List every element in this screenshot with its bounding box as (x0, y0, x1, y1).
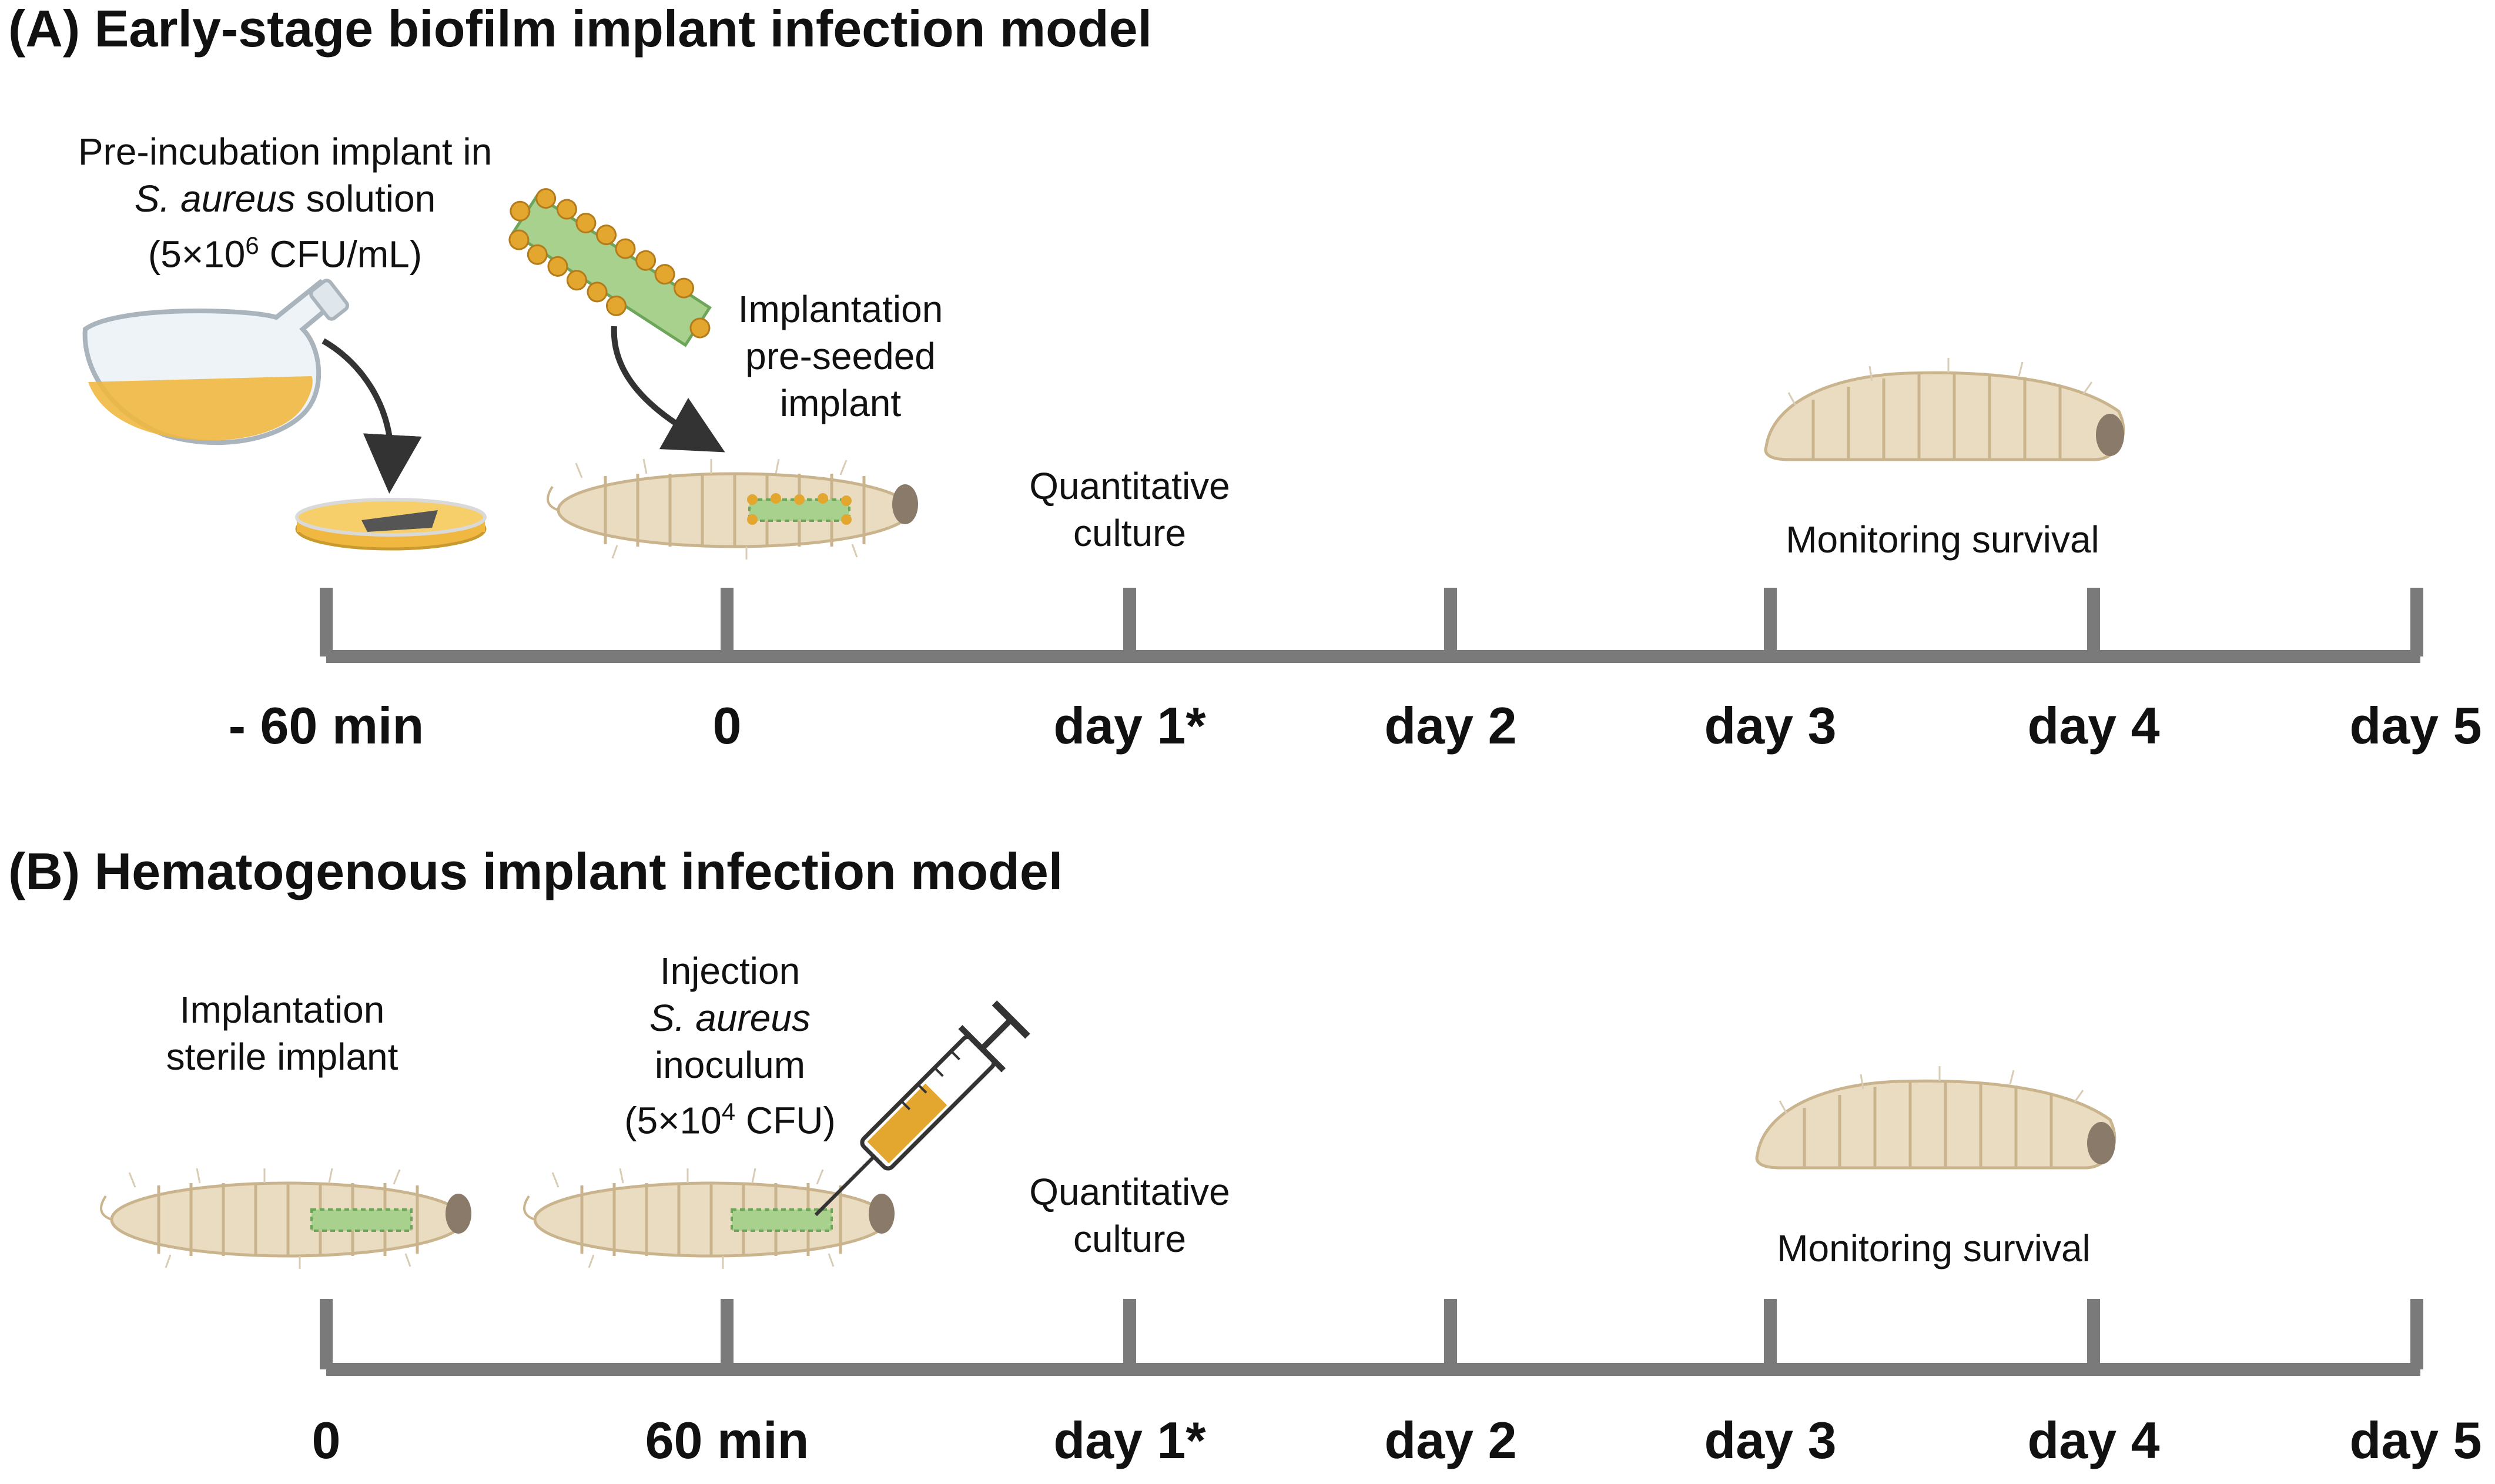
implantation-line2: pre-seeded (745, 335, 936, 377)
preincubation-label: Pre-incubation implant in S. aureus solu… (78, 128, 492, 277)
preincubation-line1: Pre-incubation implant in (78, 130, 493, 173)
larva-monitoring-a (1766, 358, 2124, 460)
tick-label-b-4: day 2 (1384, 1411, 1517, 1469)
implantation-sterile-line2: sterile implant (166, 1036, 398, 1078)
tick-label-a-7: day 5 (2349, 696, 2482, 755)
monitoring-survival-label-a: Monitoring survival (1786, 518, 2099, 561)
syringe-icon (814, 1000, 1030, 1217)
tick-label-a-6: day 4 (2027, 696, 2160, 755)
dose-exponent: 4 (721, 1098, 736, 1125)
implantation-preseeded-label: Implantation pre-seeded implant (738, 286, 943, 427)
organism-name-b: S. aureus (649, 997, 811, 1039)
quantitative-line2: culture (1073, 512, 1187, 554)
dose-text: (5×104 CFU) (624, 1088, 835, 1144)
implantation-line3: implant (779, 382, 902, 424)
larva-implanted-a (548, 459, 918, 560)
seeded-implant-icon (508, 188, 712, 347)
concentration-unit: CFU/mL) (259, 233, 423, 276)
concentration-text: (5×106 CFU/mL) (78, 222, 492, 277)
larva-injected (524, 1168, 895, 1269)
concentration-base: (5×10 (148, 233, 246, 276)
injection-label: Injection S. aureus inoculum (5×104 CFU) (624, 947, 835, 1144)
tick-label-b-3: day 1* (1053, 1411, 1206, 1469)
tick-label-b-1: 0 (312, 1411, 341, 1469)
larva-monitoring-b (1757, 1066, 2115, 1168)
tick-label-b-2: 60 min (645, 1411, 809, 1469)
organism-name: S. aureus (134, 177, 296, 220)
solution-text: solution (295, 177, 436, 220)
quantitative-culture-label-b: Quantitative culture (1029, 1168, 1230, 1262)
flask-arrow (321, 338, 422, 494)
tick-label-b-7: day 5 (2349, 1411, 2482, 1469)
larva-sterile-implant (101, 1168, 471, 1269)
dose-unit: CFU) (735, 1099, 836, 1142)
tick-label-a-5: day 3 (1704, 696, 1837, 755)
quantitative-b-line2: culture (1073, 1218, 1187, 1260)
implantation-sterile-label: Implantation sterile implant (166, 986, 398, 1080)
implantation-line1: Implantation (738, 288, 943, 330)
preincubation-line2: S. aureus solution (78, 175, 492, 222)
quantitative-b-line1: Quantitative (1029, 1171, 1230, 1213)
implantation-sterile-line1: Implantation (179, 989, 385, 1031)
tick-label-a-4: day 2 (1384, 696, 1517, 755)
tick-label-b-6: day 4 (2027, 1411, 2160, 1469)
flask-icon (82, 279, 350, 445)
quantitative-culture-label-a: Quantitative culture (1029, 463, 1230, 557)
petri-dish-icon (295, 498, 487, 551)
quantitative-line1: Quantitative (1029, 465, 1230, 507)
concentration-exponent: 6 (245, 232, 259, 259)
implant-arrow (611, 326, 725, 453)
tick-label-a-3: day 1* (1053, 696, 1206, 755)
tick-label-a-2: 0 (712, 696, 742, 755)
injection-line3: inoculum (654, 1044, 806, 1086)
panel-a-title: (A) Early-stage biofilm implant infectio… (8, 0, 1152, 58)
tick-label-a-1: - 60 min (228, 696, 424, 755)
timeline-a (320, 588, 2423, 663)
dose-base: (5×10 (624, 1099, 722, 1142)
tick-label-b-5: day 3 (1704, 1411, 1837, 1469)
monitoring-survival-label-b: Monitoring survival (1777, 1227, 2091, 1269)
injection-line1: Injection (659, 950, 801, 992)
timeline-b (320, 1299, 2423, 1376)
injection-organism: S. aureus (624, 994, 835, 1041)
panel-b-title: (B) Hematogenous implant infection model (8, 842, 1063, 900)
